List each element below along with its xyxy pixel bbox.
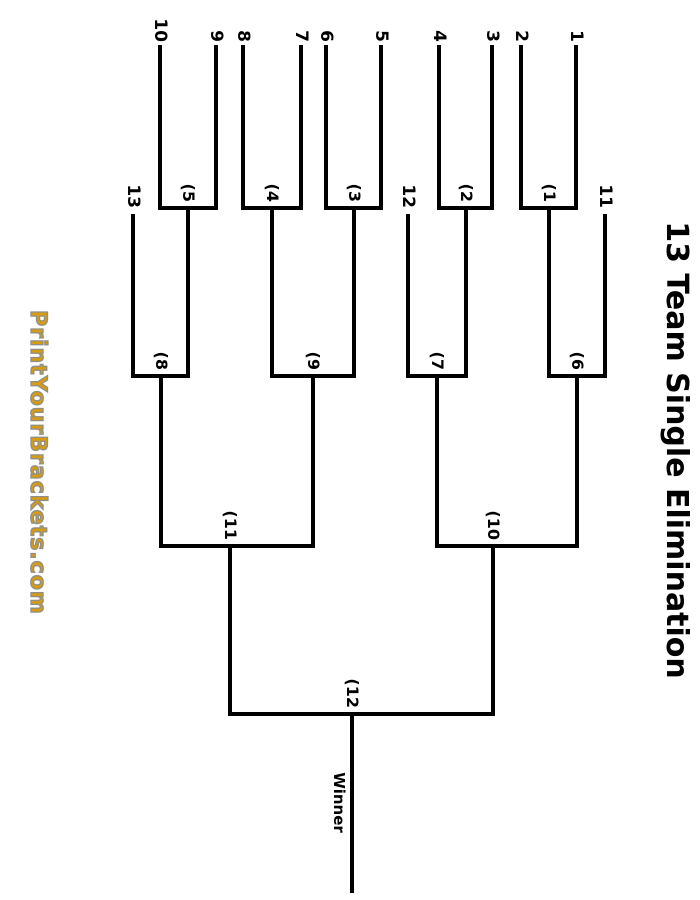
team-6-label: 6 <box>316 30 336 42</box>
game-7-winner-line <box>435 374 439 548</box>
team-8-label: 8 <box>233 30 253 42</box>
game-4-label: (4 <box>263 183 282 202</box>
game-5-winner-line <box>186 206 190 378</box>
game-11-label: (11 <box>221 510 240 540</box>
team-3-line <box>490 45 494 210</box>
team-10-label: 10 <box>150 18 170 42</box>
team-12-line <box>406 214 410 378</box>
team-2-label: 2 <box>511 30 531 42</box>
page-title: 13 Team Single Elimination <box>659 221 694 679</box>
game-5-label: (5 <box>179 183 198 202</box>
team-13-line <box>131 214 135 378</box>
game-1-label: (1 <box>540 183 559 202</box>
game-9-label: (9 <box>304 351 323 370</box>
team-5-line <box>379 45 383 210</box>
team-10-line <box>158 45 162 210</box>
team-8-line <box>241 45 245 210</box>
game-10-connector <box>435 544 579 548</box>
team-12-label: 12 <box>398 184 418 208</box>
game-6-winner-line <box>575 374 579 548</box>
game-12-connector <box>228 712 495 716</box>
game-10-label: (10 <box>484 510 503 540</box>
team-1-line <box>574 45 578 210</box>
game-4-winner-line <box>270 206 274 378</box>
game-3-label: (3 <box>345 183 364 202</box>
team-7-label: 7 <box>291 30 311 42</box>
game-7-label: (7 <box>428 351 447 370</box>
watermark: PrintYourBrackets.com <box>24 309 50 615</box>
game-8-winner-line <box>159 374 163 548</box>
game-2-winner-line <box>464 206 468 378</box>
game-1-winner-line <box>547 206 551 378</box>
team-3-label: 3 <box>482 30 502 42</box>
team-5-label: 5 <box>371 30 391 42</box>
game-6-label: (6 <box>568 351 587 370</box>
game-11-connector <box>159 544 315 548</box>
game-11-winner-line <box>228 544 232 716</box>
champion-line <box>350 712 354 893</box>
team-7-line <box>299 45 303 210</box>
team-6-line <box>324 45 328 210</box>
team-2-line <box>519 45 523 210</box>
game-2-label: (2 <box>457 183 476 202</box>
team-11-label: 11 <box>595 184 615 208</box>
game-12-label: (12 <box>343 678 362 708</box>
team-1-label: 1 <box>566 30 586 42</box>
team-4-line <box>437 45 441 210</box>
winner-label: Winner <box>330 772 348 833</box>
team-13-label: 13 <box>123 184 143 208</box>
team-11-line <box>603 214 607 378</box>
team-9-line <box>214 45 218 210</box>
team-4-label: 4 <box>429 30 449 42</box>
team-9-label: 9 <box>206 30 226 42</box>
game-9-winner-line <box>311 374 315 548</box>
game-3-winner-line <box>352 206 356 378</box>
game-8-label: (8 <box>152 351 171 370</box>
game-10-winner-line <box>491 544 495 716</box>
